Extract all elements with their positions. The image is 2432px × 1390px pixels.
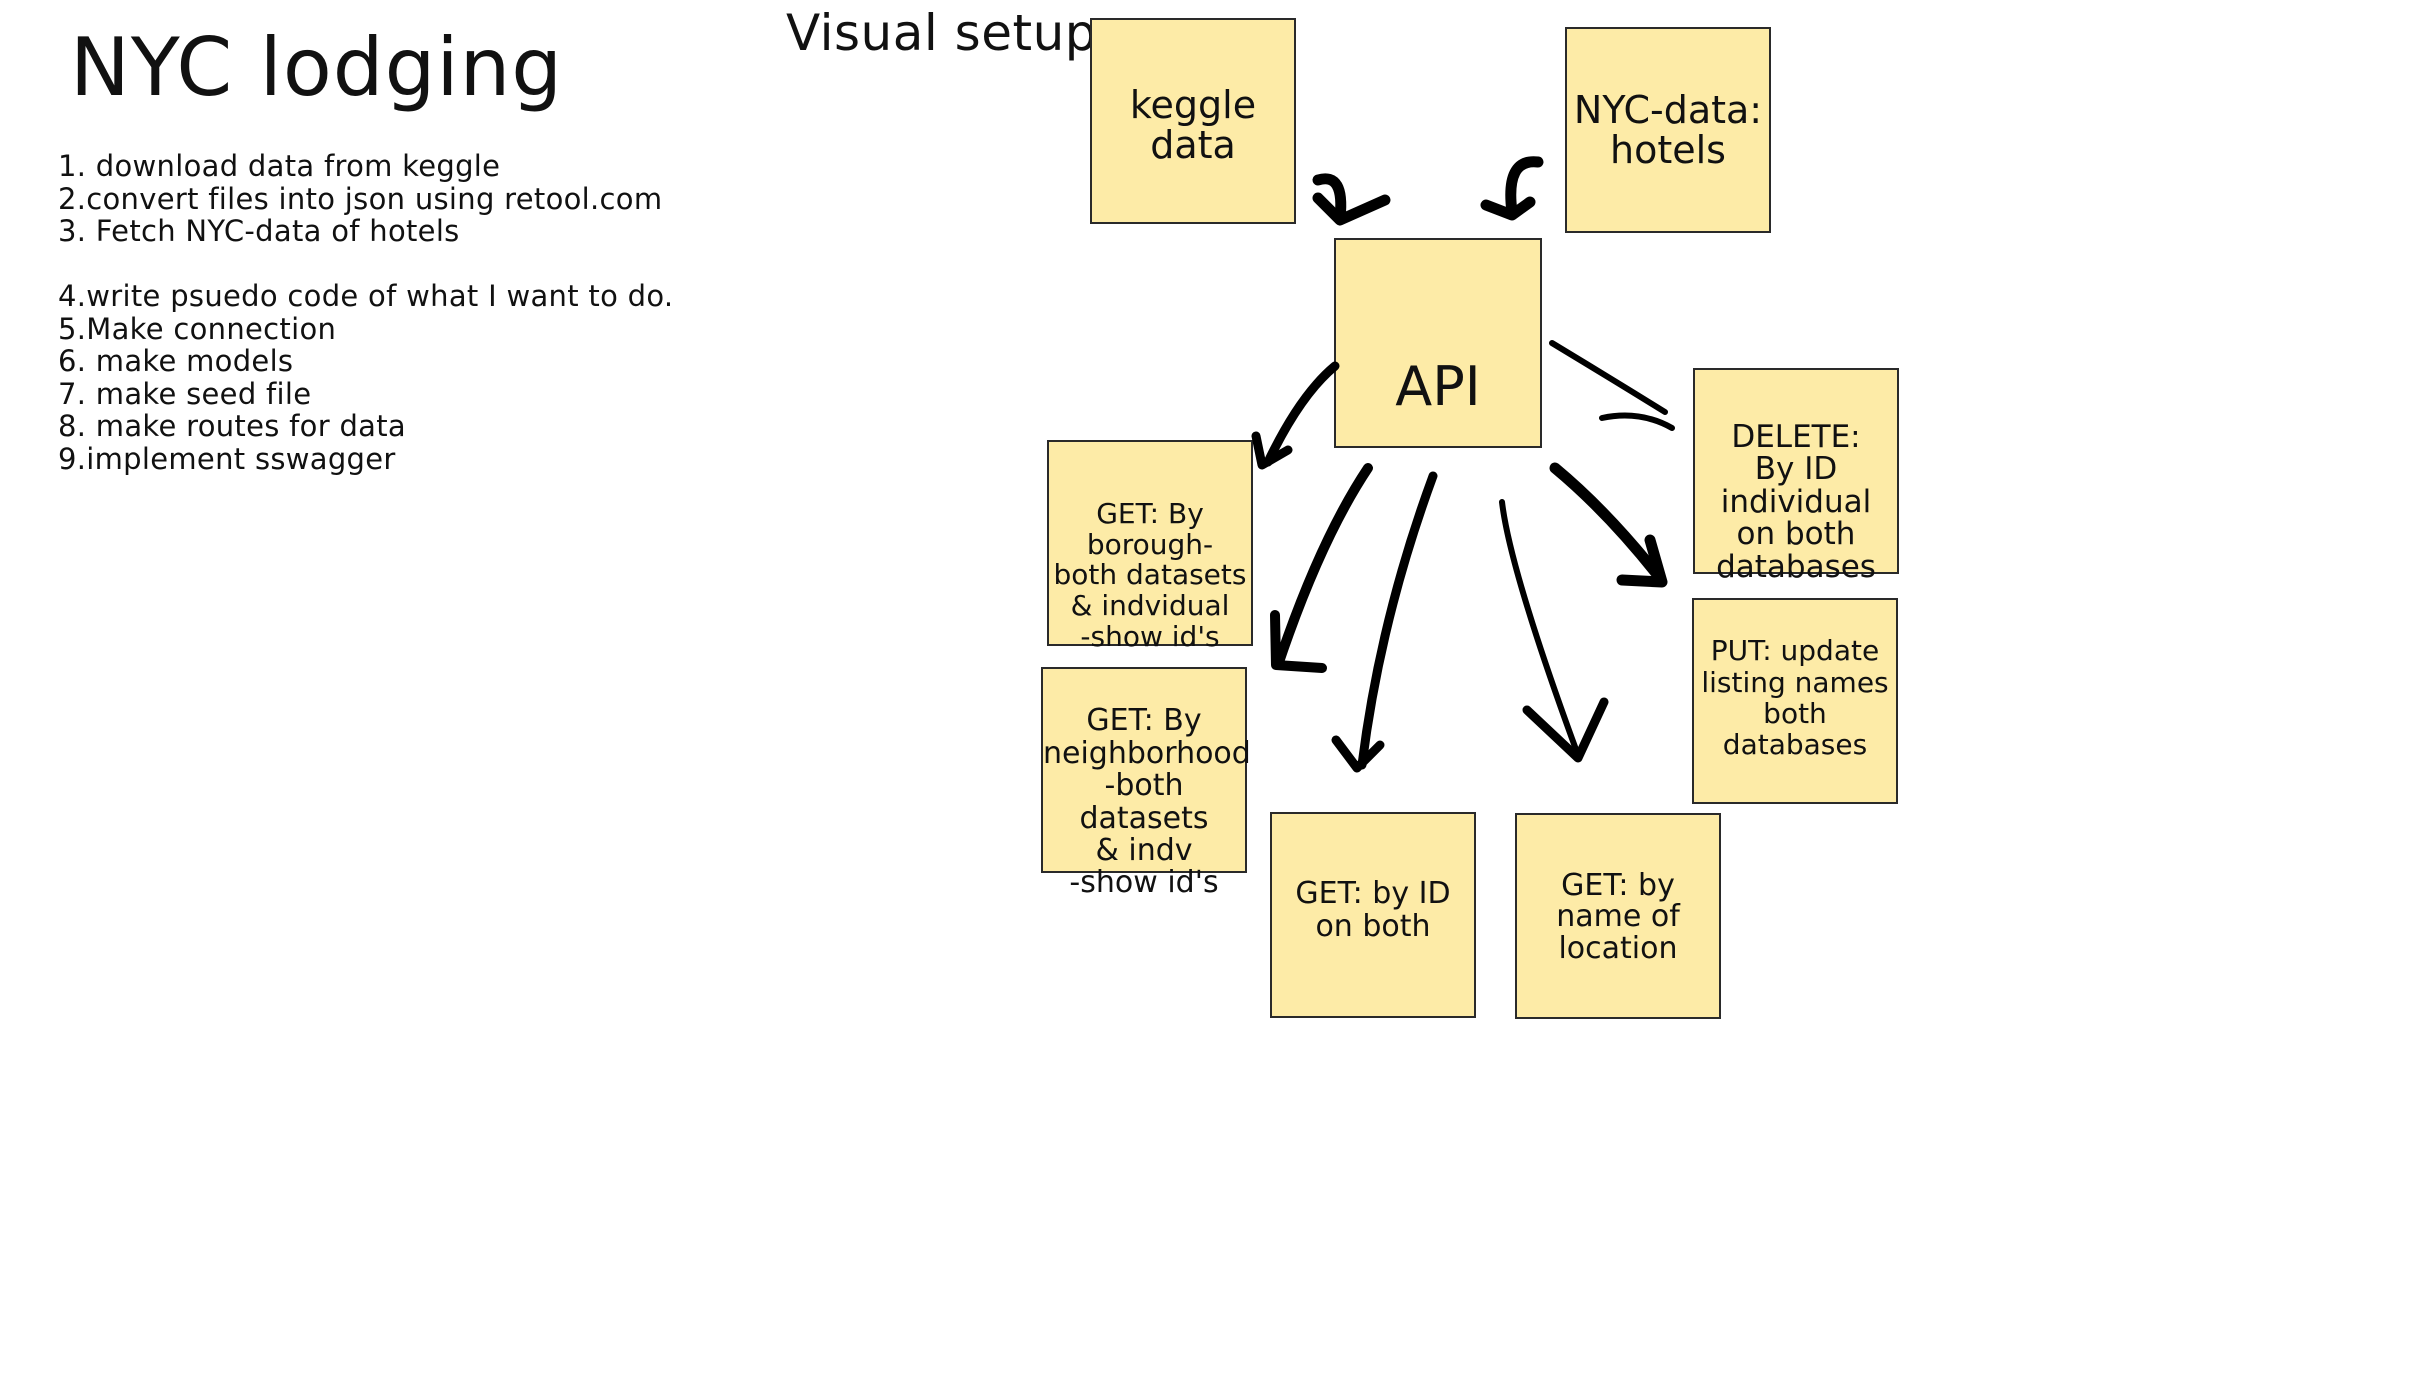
step-item: 5.Make connection — [58, 311, 337, 346]
note-keggle-data[interactable]: keggle data — [1090, 18, 1296, 224]
step-spacer — [58, 248, 673, 281]
note-get-by-id[interactable]: GET: by ID on both — [1270, 812, 1476, 1018]
note-api[interactable]: API — [1334, 238, 1542, 448]
step-item: 8. make routes for data — [58, 409, 406, 443]
arrow-nyc-to-api — [1505, 156, 1544, 218]
arrow-api-to-put — [1549, 462, 1666, 584]
step-item: 2.convert files into json using retool.c… — [58, 181, 663, 216]
note-nyc-data-hotels[interactable]: NYC-data: hotels — [1565, 27, 1771, 233]
arrow-api-to-delete-head — [1599, 412, 1675, 431]
note-get-borough[interactable]: GET: By borough- both datasets & indvidu… — [1047, 440, 1253, 652]
steps-list: 1. download data from keggle 2.convert f… — [58, 150, 673, 475]
note-delete-text: DELETE: By ID individual on both databas… — [1716, 418, 1876, 585]
note-get-borough-text: GET: By borough- both datasets & indvidu… — [1053, 496, 1247, 653]
note-put-text: PUT: update listing names both databases — [1701, 634, 1889, 762]
note-api-text: API — [1395, 354, 1481, 418]
step-item: 6. make models — [58, 344, 294, 378]
arrow-api-to-get-name — [1499, 499, 1581, 758]
arrow-nyc-to-api-head — [1480, 196, 1536, 221]
arrow-keggle-to-api — [1312, 173, 1347, 224]
arrow-api-to-borough — [1263, 361, 1340, 467]
note-keggle-data-text: keggle data — [1129, 82, 1257, 167]
arrow-api-to-put-head — [1616, 534, 1668, 588]
arrow-keggle-to-api-head — [1312, 192, 1391, 226]
note-get-by-name-text: GET: by name of location — [1556, 868, 1680, 966]
arrow-api-to-neighborhood — [1273, 463, 1373, 670]
arrow-api-to-get-id — [1357, 471, 1438, 770]
step-item: 7. make seed file — [58, 376, 312, 411]
step-item: 4.write psuedo code of what I want to do… — [58, 279, 674, 313]
note-get-by-id-text: GET: by ID on both — [1295, 876, 1451, 944]
note-put[interactable]: PUT: update listing names both databases — [1692, 598, 1898, 804]
page-title: NYC lodging — [70, 21, 564, 114]
step-item: 9.implement sswagger — [58, 441, 396, 476]
arrow-api-to-neighborhood-head — [1270, 610, 1327, 673]
note-delete[interactable]: DELETE: By ID individual on both databas… — [1693, 368, 1899, 583]
note-get-by-name[interactable]: GET: by name of location — [1515, 813, 1721, 1019]
note-nyc-data-hotels-text: NYC-data: hotels — [1573, 87, 1763, 172]
note-get-neighborhood-text: GET: By neighborhood -both datasets & in… — [1043, 703, 1251, 901]
diagram-title: Visual setup — [786, 4, 1098, 62]
step-item: 1. download data from keggle — [58, 149, 501, 183]
arrow-api-to-get-name-head — [1522, 697, 1609, 763]
note-get-neighborhood[interactable]: GET: By neighborhood -both datasets & in… — [1041, 667, 1251, 899]
arrow-api-to-delete — [1549, 340, 1668, 415]
arrow-api-to-get-id-head — [1331, 735, 1385, 773]
step-item: 3. Fetch NYC-data of hotels — [58, 214, 460, 248]
arrow-api-to-borough-head — [1251, 431, 1293, 470]
